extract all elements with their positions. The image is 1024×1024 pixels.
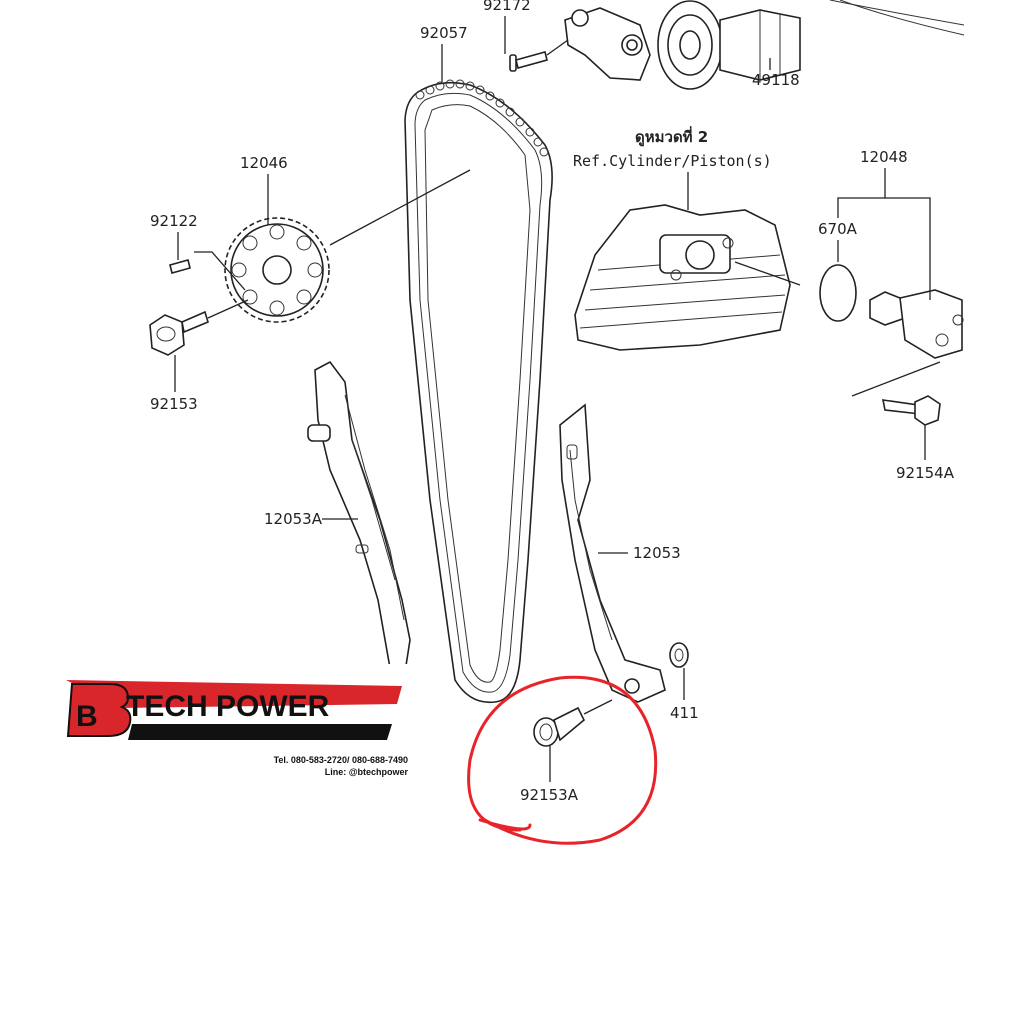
pin-92122 [169, 259, 191, 274]
brand-letter: B [76, 700, 98, 733]
brand-subtitle: SERVICE AND DYNOTEST [142, 724, 319, 740]
label-92153A: 92153A [520, 786, 579, 804]
tensioner-12048 [819, 264, 964, 359]
bolt-92154A [881, 395, 941, 426]
chain-guide-12053A [307, 360, 411, 674]
camshaft-49118 [657, 0, 965, 90]
label-49118: 49118 [752, 71, 800, 89]
bolt-92153A [533, 699, 613, 747]
label-92057: 92057 [420, 24, 468, 42]
label-670A: 670A [818, 220, 858, 238]
cam-chain-92057 [404, 79, 553, 704]
sprocket-12046 [224, 217, 330, 323]
contact-tel: Tel. 080-583-2720/ 080-688-7490 [273, 755, 408, 765]
chain-guide-12053 [559, 403, 666, 703]
label-92153: 92153 [150, 395, 198, 413]
label-12053: 12053 [633, 544, 681, 562]
washer-411 [669, 642, 689, 668]
btech-power-logo: B TECH POWER SERVICE AND DYNOTEST Tel. 0… [62, 664, 412, 780]
screw-92172 [509, 39, 569, 72]
cam-plate-92172 [564, 7, 651, 81]
bolt-92153 [149, 299, 249, 356]
highlight-circle [467, 675, 658, 845]
label-92154A: 92154A [896, 464, 955, 482]
contact-info: Tel. 080-583-2720/ 080-688-7490 Line: @b… [274, 754, 408, 778]
ref-cylinder: Ref.Cylinder/Piston(s) [573, 152, 772, 170]
label-92172: 92172 [483, 0, 531, 14]
label-12048: 12048 [860, 148, 908, 166]
label-92122: 92122 [150, 212, 198, 230]
label-12053A: 12053A [264, 510, 323, 528]
brand-title: TECH POWER [126, 690, 330, 723]
contact-line: Line: @btechpower [324, 767, 408, 777]
label-12046: 12046 [240, 154, 288, 172]
brand-mark: B TECH POWER SERVICE AND DYNOTEST [62, 674, 407, 740]
cylinder-head-ref [574, 204, 791, 351]
label-411: 411 [670, 704, 699, 722]
ref-thai: ดูหมวดที่ 2 [635, 126, 708, 147]
